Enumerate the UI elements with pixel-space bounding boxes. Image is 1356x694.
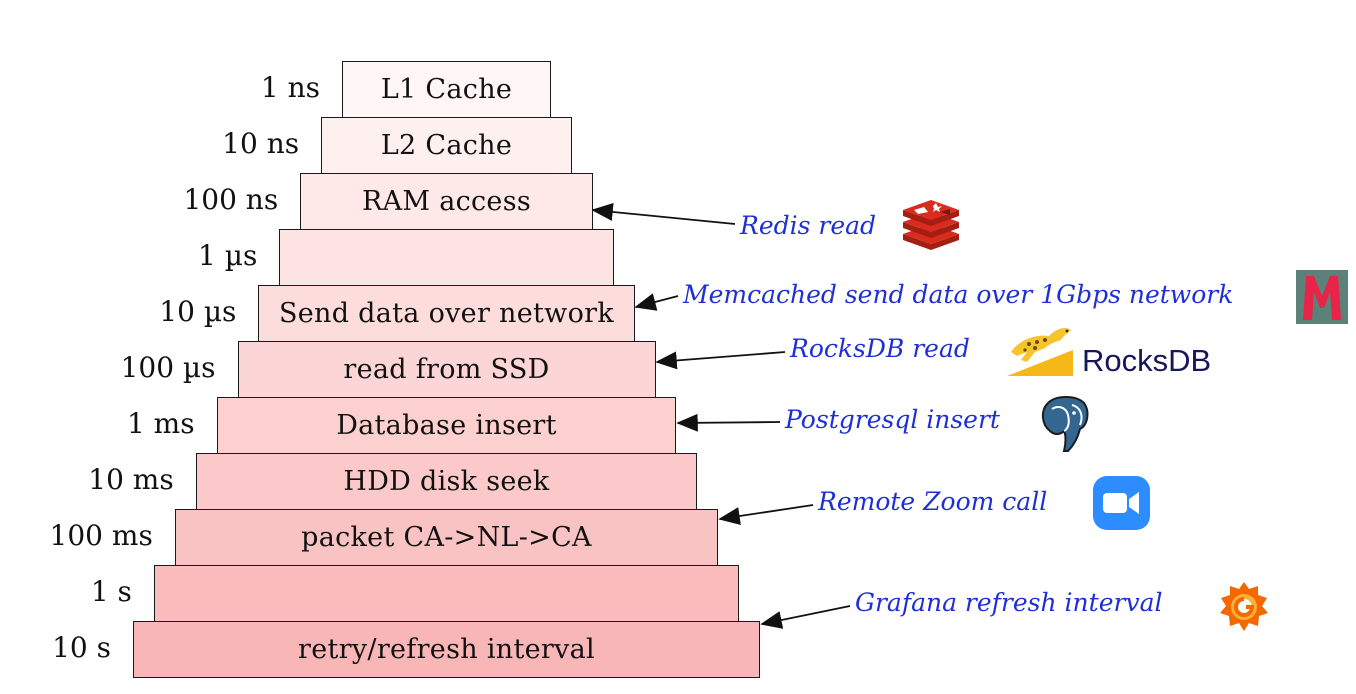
latency-label: 10 ms bbox=[88, 463, 174, 496]
latency-label: 10 s bbox=[52, 631, 111, 664]
annotation-text: RocksDB read bbox=[790, 334, 970, 363]
annotation-text: Grafana refresh interval bbox=[855, 588, 1163, 617]
memcached-icon bbox=[1296, 270, 1348, 324]
latency-label: 100 ms bbox=[49, 519, 153, 552]
tier-label: retry/refresh interval bbox=[298, 634, 595, 665]
redis-icon bbox=[903, 200, 959, 250]
tier-label: packet CA->NL->CA bbox=[301, 522, 592, 553]
tier-label: L2 Cache bbox=[380, 130, 513, 161]
tier-box: L2 Cache bbox=[321, 117, 572, 174]
tier-box: L1 Cache bbox=[342, 61, 551, 118]
annotation-text: Remote Zoom call bbox=[818, 487, 1048, 516]
latency-label: 100 µs bbox=[120, 351, 216, 384]
annotation-arrow bbox=[718, 504, 814, 525]
latency-label: 1 ns bbox=[260, 71, 320, 104]
postgresql-elephant-icon bbox=[1042, 396, 1089, 452]
annotation-text: Memcached send data over 1Gbps network bbox=[683, 280, 1234, 309]
tier-box: HDD disk seek bbox=[195, 453, 698, 510]
tier-label: HDD disk seek bbox=[343, 466, 550, 497]
annotation-arrow bbox=[655, 351, 786, 370]
tier-label: RAM access bbox=[361, 186, 532, 217]
grafana-icon bbox=[1220, 582, 1268, 631]
zoom-camera-icon bbox=[1093, 476, 1150, 530]
annotation-text: Postgresql insert bbox=[785, 405, 1000, 434]
tier-box bbox=[153, 565, 740, 622]
latency-label: 10 µs bbox=[159, 295, 237, 328]
tier-label: L1 Cache bbox=[380, 74, 513, 105]
tier-box: packet CA->NL->CA bbox=[174, 509, 719, 566]
annotation-arrow bbox=[634, 293, 679, 311]
latency-label: 10 ns bbox=[222, 127, 300, 160]
tier-box: retry/refresh interval bbox=[133, 621, 760, 678]
tier-box: read from SSD bbox=[237, 341, 656, 398]
rocksdb-wordmark: RocksDB bbox=[1082, 343, 1212, 378]
rocksdb-cheetah-icon bbox=[1007, 328, 1073, 376]
annotation-arrow bbox=[676, 413, 781, 432]
annotation-arrow bbox=[591, 202, 736, 225]
latency-label: 100 ns bbox=[183, 183, 279, 216]
tier-label: Send data over network bbox=[278, 298, 615, 329]
latency-label: 1 µs bbox=[198, 239, 258, 272]
latency-label: 1 s bbox=[90, 575, 132, 608]
tier-box: RAM access bbox=[300, 173, 593, 230]
tier-box: Database insert bbox=[216, 397, 677, 454]
tier-box bbox=[279, 229, 614, 286]
latency-label: 1 ms bbox=[126, 407, 195, 440]
annotation-text: Redis read bbox=[740, 211, 877, 240]
annotation-arrow bbox=[760, 605, 851, 629]
tier-label: Database insert bbox=[336, 410, 557, 441]
tier-label: read from SSD bbox=[343, 354, 550, 385]
tier-box: Send data over network bbox=[258, 285, 635, 342]
